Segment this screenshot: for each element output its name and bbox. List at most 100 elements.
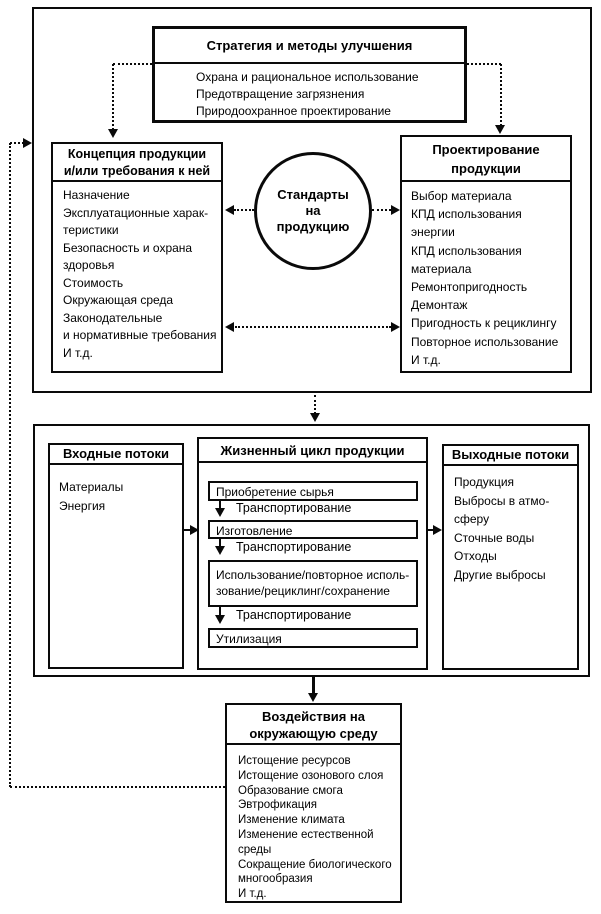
middle-section-frame xyxy=(33,424,590,677)
arrowhead-transport-2 xyxy=(215,546,225,555)
arrowhead-down-to-concept xyxy=(108,129,118,138)
text-line: Изменение климата xyxy=(238,814,345,827)
text-line: Предотвращение загрязнения xyxy=(196,87,365,101)
strategy-box: Стратегия и методы улучшения Охрана и ра… xyxy=(152,26,467,123)
text-line: материала xyxy=(411,261,472,276)
concept-box: Концепция продукции и/или требования к не… xyxy=(51,142,223,373)
arrowhead-transport-3 xyxy=(215,615,225,624)
dotted-line-strategy-left-h xyxy=(113,63,152,65)
text-line: Использование/повторное исполь- xyxy=(216,568,410,582)
design-title: Проектирование продукции xyxy=(402,137,570,182)
arrowhead-lifecycle-to-outputs xyxy=(433,525,442,535)
arrow-line-lifecycle-to-outputs xyxy=(428,529,435,531)
arrow-line-transport-3 xyxy=(219,607,221,616)
dotted-feedback-vertical xyxy=(9,143,11,787)
lifecycle-title: Жизненный цикл продукции xyxy=(199,439,426,463)
dotted-line-strategy-right-v xyxy=(500,64,502,126)
arrowhead-right-design xyxy=(391,322,400,332)
top-section-frame xyxy=(32,7,592,393)
text-line: теристики xyxy=(63,223,119,237)
text-line: Охрана и рациональное использование xyxy=(196,70,419,84)
outputs-title: Выходные потоки xyxy=(444,446,577,466)
text-line: среды xyxy=(238,843,272,856)
text-line: Другие выбросы xyxy=(454,567,546,582)
arrowhead-down-to-design xyxy=(495,125,505,134)
text-line: Отходы xyxy=(454,549,497,563)
text-line: зование/рециклинг/сохранение xyxy=(216,583,390,598)
text-line: КПД использования xyxy=(411,207,522,222)
text-line: Эвтрофикация xyxy=(238,799,317,812)
text-line: Эксплуатационные харак- xyxy=(63,205,209,220)
text-line: Истощение озонового слоя xyxy=(238,769,384,782)
text-line: Изготовление xyxy=(216,524,293,538)
arrowhead-left-to-concept xyxy=(225,205,234,215)
arrow-line-transport-1 xyxy=(219,501,221,509)
text-line: Истощение ресурсов xyxy=(238,755,351,767)
text-line: здоровья xyxy=(63,258,115,272)
text-line: Законодательные xyxy=(63,310,163,325)
transport-label-3: Транспортирование xyxy=(236,608,352,622)
text-line: Воздействия на xyxy=(262,709,365,724)
text-line: Безопасность и охрана xyxy=(63,240,193,255)
lifecycle-stage-disposal: Утилизация xyxy=(208,628,418,648)
arrowhead-down-to-middle xyxy=(310,413,320,422)
text-line: Концепция продукции xyxy=(67,147,207,161)
dotted-line-circle-to-concept xyxy=(234,209,254,211)
text-line: И т.д. xyxy=(63,345,93,360)
lifecycle-stage-manufacturing: Изготовление xyxy=(208,520,418,539)
arrowhead-left-concept xyxy=(225,322,234,332)
text-line: и нормативные требования xyxy=(63,328,217,342)
text-line: и/или требования к ней xyxy=(63,164,211,178)
arrowhead-inputs-to-lifecycle xyxy=(190,525,199,535)
text-line: на xyxy=(305,203,321,218)
text-line: Ремонтопригодность xyxy=(411,280,528,295)
text-line: Сокращение биологического xyxy=(238,858,392,871)
arrowhead-right-to-design xyxy=(391,205,400,215)
transport-label-1: Транспортирование xyxy=(236,501,352,515)
dotted-line-strategy-right-h xyxy=(467,63,501,65)
text-line: продукции xyxy=(451,161,521,176)
text-line: Изменение естественной xyxy=(238,828,374,841)
text-line: Образование смога xyxy=(238,784,343,797)
text-line: Окружающая среда xyxy=(63,293,174,307)
arrowhead-middle-to-impacts xyxy=(308,693,318,702)
lifecycle-stage-raw-material-acquisition: Приобретение сырья xyxy=(208,481,418,501)
text-line: продукцию xyxy=(276,219,350,234)
concept-title: Концепция продукции и/или требования к не… xyxy=(53,144,221,182)
text-line: сферу xyxy=(454,512,490,526)
text-line: И т.д. xyxy=(238,888,267,901)
text-line: Выбор материала xyxy=(411,189,512,203)
text-line: Продукция xyxy=(454,475,515,489)
text-line: Утилизация xyxy=(216,632,282,646)
arrow-line-inputs-to-lifecycle xyxy=(184,529,191,531)
arrowhead-transport-1 xyxy=(215,508,225,517)
text-line: энергии xyxy=(411,225,455,240)
arrow-line-middle-to-impacts xyxy=(312,677,315,694)
lifecycle-stage-use-reuse-recycling: Использование/повторное исполь-зование/р… xyxy=(208,560,418,607)
transport-label-2: Транспортирование xyxy=(236,540,352,554)
text-line: Стоимость xyxy=(63,275,124,290)
arrowhead-feedback-into-top xyxy=(23,138,32,148)
dotted-line-top-to-middle xyxy=(314,395,316,414)
dotted-feedback-bottom-h xyxy=(10,786,225,788)
dotted-feedback-top-h xyxy=(10,142,24,144)
text-line: Сточные воды xyxy=(454,530,535,545)
inputs-title: Входные потоки xyxy=(50,445,182,465)
text-line: Демонтаж xyxy=(411,298,468,313)
text-line: Энергия xyxy=(59,499,106,513)
dotted-line-concept-design xyxy=(235,326,391,328)
text-line: Материалы xyxy=(59,480,124,494)
text-line: Выбросы в атмо- xyxy=(454,493,550,508)
text-line: Проектирование xyxy=(432,142,540,157)
arrow-line-transport-2 xyxy=(219,539,221,547)
